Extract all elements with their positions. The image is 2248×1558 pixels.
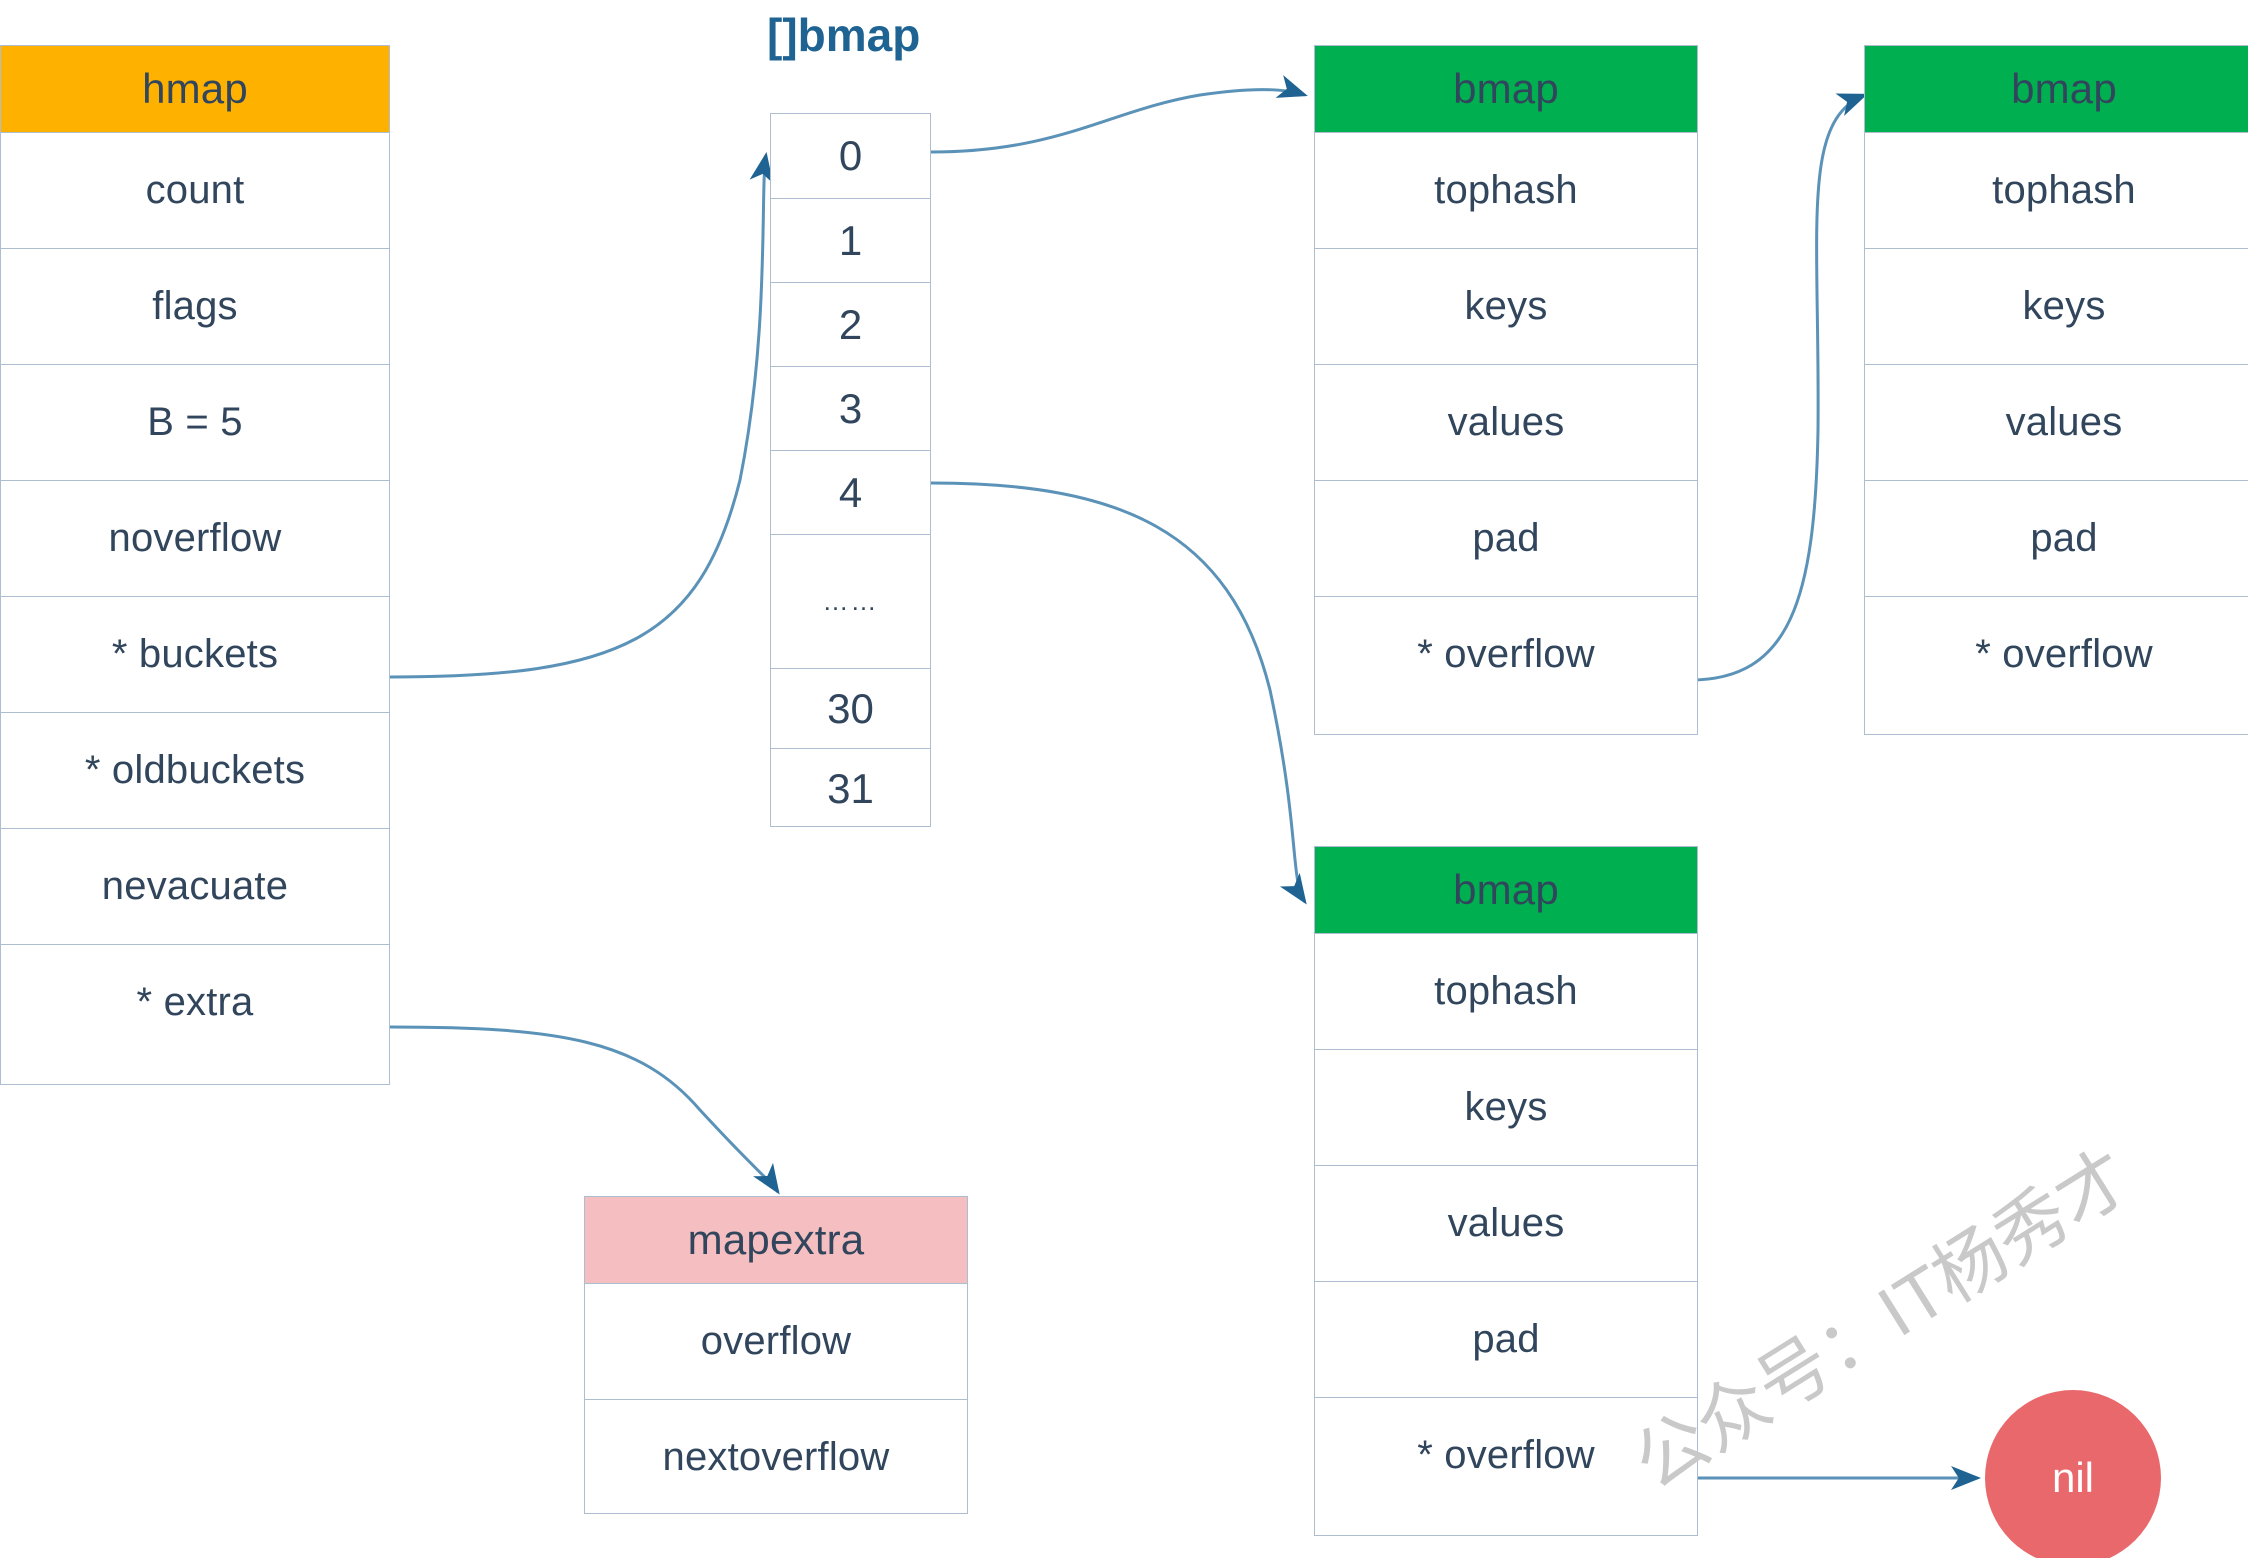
bmap1-header: bmap xyxy=(1315,46,1697,132)
nil-node: nil xyxy=(1985,1390,2161,1558)
bucket-cell-31: 31 xyxy=(771,748,930,828)
bmap1-field-keys: keys xyxy=(1315,248,1697,364)
bucket-array-title: []bmap xyxy=(767,9,921,61)
bmap-struct-1: bmap tophash keys values pad * overflow xyxy=(1314,45,1698,735)
bucket-cell-ellipsis: …… xyxy=(771,534,930,668)
wire-extra-to-mapextra xyxy=(389,1025,780,1195)
hmap-field-count: count xyxy=(1,132,389,248)
bucket-cell-3: 3 xyxy=(771,366,930,450)
bmap2-header: bmap xyxy=(1865,46,2248,132)
bmap2-field-overflow: * overflow xyxy=(1865,596,2248,712)
bucket-array: 0 1 2 3 4 …… 30 31 xyxy=(770,113,931,827)
bmap-struct-2: bmap tophash keys values pad * overflow xyxy=(1864,45,2248,735)
bmap3-field-overflow: * overflow xyxy=(1315,1397,1697,1513)
bmap3-field-values: values xyxy=(1315,1165,1697,1281)
bmap1-field-values: values xyxy=(1315,364,1697,480)
wire-array4-to-bmap3 xyxy=(930,481,1307,905)
bmap2-field-pad: pad xyxy=(1865,480,2248,596)
bmap1-field-overflow: * overflow xyxy=(1315,596,1697,712)
bucket-cell-1: 1 xyxy=(771,198,930,282)
mapextra-struct: mapextra overflow nextoverflow xyxy=(584,1196,968,1514)
bmap3-field-pad: pad xyxy=(1315,1281,1697,1397)
hmap-field-b: B = 5 xyxy=(1,364,389,480)
wire-buckets-to-array xyxy=(389,152,774,679)
bmap-struct-3: bmap tophash keys values pad * overflow xyxy=(1314,846,1698,1536)
hmap-field-noverflow: noverflow xyxy=(1,480,389,596)
wire-bmap1-overflow-to-bmap2 xyxy=(1689,93,1868,682)
bmap3-field-tophash: tophash xyxy=(1315,933,1697,1049)
wire-array0-to-bmap1 xyxy=(930,75,1308,154)
hmap-field-oldbuckets: * oldbuckets xyxy=(1,712,389,828)
mapextra-field-overflow: overflow xyxy=(585,1283,967,1399)
bucket-cell-2: 2 xyxy=(771,282,930,366)
bmap2-field-tophash: tophash xyxy=(1865,132,2248,248)
bmap3-field-keys: keys xyxy=(1315,1049,1697,1165)
hmap-field-buckets: * buckets xyxy=(1,596,389,712)
hmap-field-flags: flags xyxy=(1,248,389,364)
hmap-field-extra: * extra xyxy=(1,944,389,1060)
hmap-field-nevacuate: nevacuate xyxy=(1,828,389,944)
hmap-header: hmap xyxy=(1,46,389,132)
bucket-cell-0: 0 xyxy=(838,132,863,179)
bmap3-header: bmap xyxy=(1315,847,1697,933)
bmap2-field-keys: keys xyxy=(1865,248,2248,364)
mapextra-field-nextoverflow: nextoverflow xyxy=(585,1399,967,1515)
mapextra-header: mapextra xyxy=(585,1197,967,1283)
bmap1-field-pad: pad xyxy=(1315,480,1697,596)
bucket-cell-4: 4 xyxy=(771,450,930,534)
bmap1-field-tophash: tophash xyxy=(1315,132,1697,248)
bmap2-field-values: values xyxy=(1865,364,2248,480)
hmap-struct: hmap count flags B = 5 noverflow * bucke… xyxy=(0,45,390,1085)
bucket-cell-30: 30 xyxy=(771,668,930,748)
